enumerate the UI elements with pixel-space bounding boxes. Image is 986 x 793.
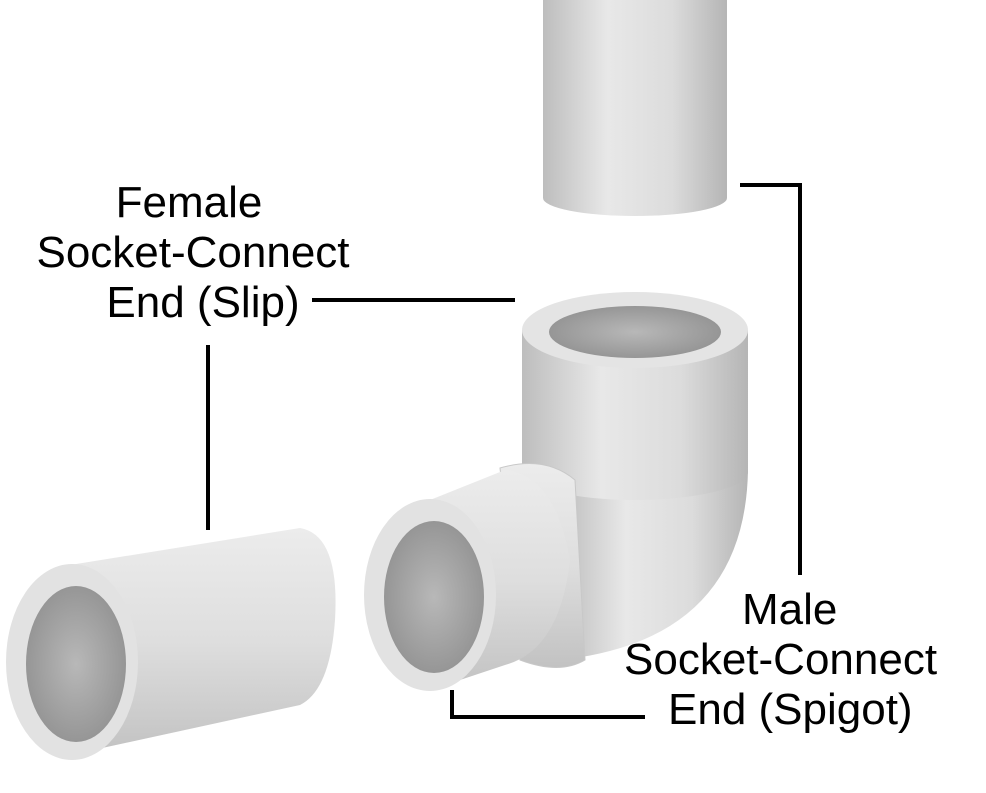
leader-lines — [206, 183, 802, 719]
male-label-line1: Male — [742, 585, 838, 634]
female-label-line2: Socket-Connect — [36, 228, 350, 277]
male-leader-line — [740, 183, 802, 575]
elbow-fitting — [364, 292, 748, 691]
spigot-leader-line — [450, 690, 645, 719]
slip-coupling — [6, 528, 336, 760]
female-label: Female Socket-Connect End (Slip) — [8, 178, 378, 328]
top-pipe — [543, 0, 727, 216]
male-label-line3: End (Spigot) — [668, 685, 913, 734]
female-label-line1: Female — [115, 178, 263, 227]
male-label-line2: Socket-Connect — [624, 635, 938, 684]
female-label-line3: End (Slip) — [106, 278, 300, 327]
male-label: Male Socket-Connect End (Spigot) — [620, 585, 986, 735]
